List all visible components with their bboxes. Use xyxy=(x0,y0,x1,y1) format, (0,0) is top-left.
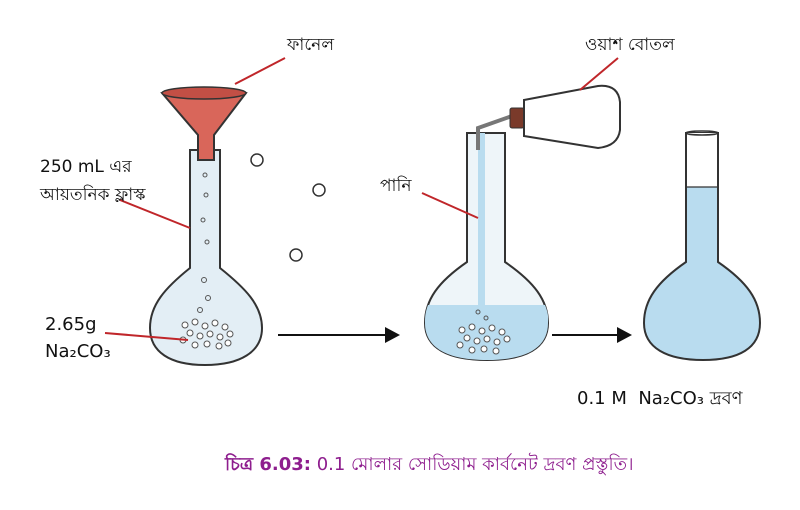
water-label: পানি xyxy=(380,175,412,196)
figure-caption: চিত্র 6.03: 0.1 মোলার সোডিয়াম কার্বনেট … xyxy=(224,453,634,475)
flask-with-water xyxy=(423,132,550,362)
sodium-carbonate-crystals xyxy=(179,318,234,350)
arrow-right-icon xyxy=(278,327,400,343)
flask-pointer xyxy=(119,199,191,229)
flask-solution xyxy=(642,130,762,362)
compound-label: Na₂CO₃ xyxy=(45,341,111,362)
volumetric-flask-1 xyxy=(148,149,264,367)
volumetric-flask-2 xyxy=(423,132,550,362)
volumetric-flask-3 xyxy=(642,132,762,362)
mass-label: 2.65g xyxy=(45,314,97,335)
flask-empty-with-funnel xyxy=(148,86,326,367)
flask-label-line1: 250 mL এর xyxy=(40,157,132,177)
caption-text: 0.1 মোলার সোডিয়াম কার্বনেট দ্রবণ প্রস্ত… xyxy=(317,453,634,475)
arrow-right-icon-2 xyxy=(552,327,632,343)
water-pointer xyxy=(421,192,479,219)
flask-label-line2: আয়তনিক ফ্লাস্ক xyxy=(39,184,146,205)
wash-bottle-icon xyxy=(476,84,621,150)
funnel-label: ফানেল xyxy=(286,35,334,55)
crystal-pointer xyxy=(104,332,189,341)
wash-bottle-label: ওয়াশ বোতল xyxy=(585,35,675,55)
funnel-pointer xyxy=(234,57,286,85)
caption-prefix: চিত্র 6.03: xyxy=(224,453,311,475)
wash-bottle-pointer xyxy=(579,57,619,91)
result-label: 0.1 M Na₂CO₃ দ্রবণ xyxy=(577,388,744,409)
